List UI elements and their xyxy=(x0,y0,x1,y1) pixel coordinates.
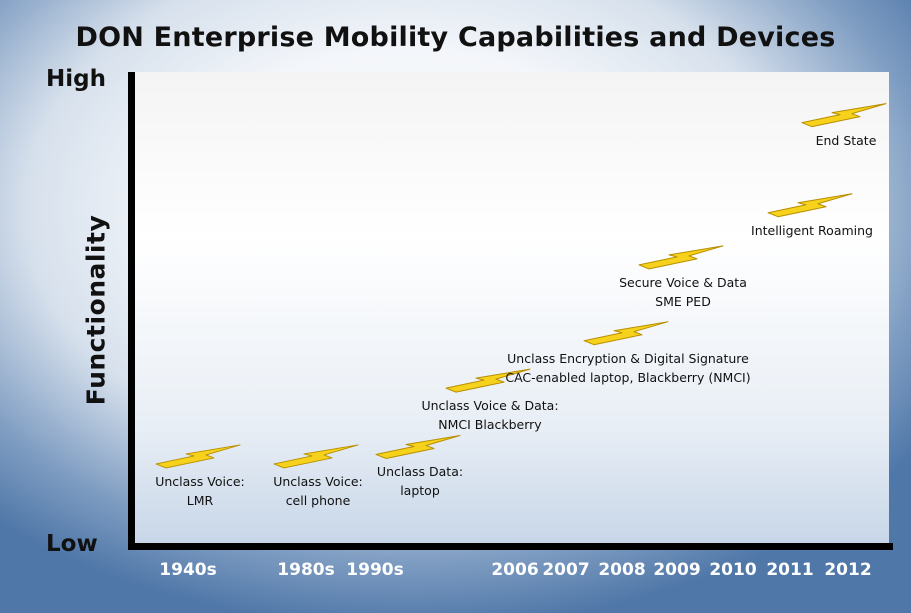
x-tick-label: 1980s xyxy=(277,560,335,580)
x-tick-label: 2010 xyxy=(709,560,757,580)
mark-label: Unclass Data: laptop xyxy=(377,462,463,500)
y-axis-low-label: Low xyxy=(46,531,98,557)
lightning-bolt-marker xyxy=(638,245,724,270)
mark-label: Unclass Voice: cell phone xyxy=(273,472,363,510)
x-tick-label: 1940s xyxy=(159,560,217,580)
lightning-bolt-marker xyxy=(801,103,887,128)
x-tick-label: 2012 xyxy=(824,560,872,580)
x-tick-label: 2007 xyxy=(542,560,590,580)
mark-label-line: LMR xyxy=(186,492,214,508)
lightning-bolt-marker xyxy=(767,193,853,218)
x-tick-label: 2008 xyxy=(598,560,646,580)
mark-label-line: Intelligent Roaming xyxy=(751,222,873,238)
mark-label-line: Secure Voice & Data xyxy=(619,274,747,290)
mark-label-line: CAC-enabled laptop, Blackberry (NMCI) xyxy=(505,369,751,385)
mark-label-line: Unclass Voice: xyxy=(155,473,245,489)
x-tick-label: 2006 xyxy=(491,560,539,580)
lightning-bolt-marker xyxy=(375,434,461,459)
x-tick-label: 2011 xyxy=(766,560,814,580)
x-tick-label: 2009 xyxy=(653,560,701,580)
plot-area xyxy=(131,72,889,546)
mark-label: End State xyxy=(816,131,877,150)
x-axis-line xyxy=(128,543,893,550)
mark-label-line: laptop xyxy=(400,483,440,499)
lightning-bolt-marker xyxy=(273,444,359,469)
mark-label-line: NMCI Blackberry xyxy=(438,417,542,433)
mark-label: Unclass Voice & Data: NMCI Blackberry xyxy=(421,396,558,434)
lightning-bolt-marker xyxy=(155,444,241,469)
mark-label-line: End State xyxy=(815,132,877,148)
mark-label-line: Unclass Encryption & Digital Signature xyxy=(507,350,749,366)
y-axis-high-label: High xyxy=(46,66,106,92)
lightning-bolt-marker xyxy=(583,321,669,346)
chart-title: DON Enterprise Mobility Capabilities and… xyxy=(75,22,836,53)
mark-label-line: Unclass Data: xyxy=(376,464,464,480)
mark-label-line: cell phone xyxy=(285,492,351,508)
lightning-bolt-marker xyxy=(445,368,531,393)
mark-label-line: SME PED xyxy=(655,293,711,309)
mark-label: Unclass Voice: LMR xyxy=(155,472,245,510)
mark-label-line: Unclass Voice & Data: xyxy=(421,398,559,414)
mark-label-line: Unclass Voice: xyxy=(273,473,363,489)
mark-label: Intelligent Roaming xyxy=(751,221,873,240)
y-axis-line xyxy=(128,72,135,550)
x-tick-label: 1990s xyxy=(346,560,404,580)
